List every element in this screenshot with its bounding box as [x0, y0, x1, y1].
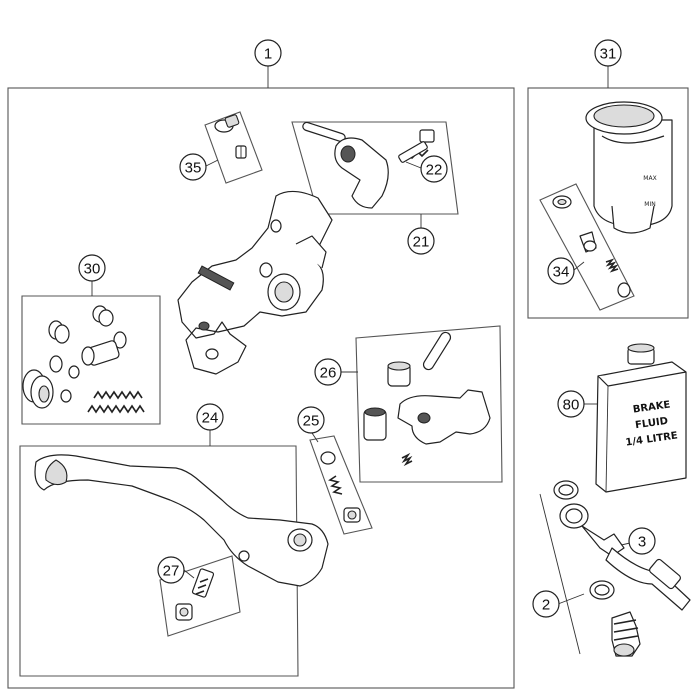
lead-line-35	[205, 159, 219, 167]
callout-22-label: 22	[426, 162, 443, 179]
sub-box-25	[309, 435, 373, 535]
adjuster-part	[363, 331, 491, 467]
callout-34-label: 34	[553, 264, 570, 281]
sub-box-30	[21, 295, 161, 425]
reservoir-part: MAX MIN	[585, 101, 673, 234]
lead-line-2a	[539, 493, 581, 655]
lead-line-34	[573, 261, 585, 271]
lead-line-25	[311, 432, 319, 443]
reservoir-min-mark: MIN	[644, 201, 655, 208]
adjuster-screw-part	[320, 451, 361, 523]
washer-part	[553, 480, 615, 600]
callout-24-label: 24	[202, 410, 219, 427]
pivot-bolt-part	[175, 568, 215, 621]
lead-line-27	[183, 569, 195, 579]
piston-kit-part	[22, 305, 145, 414]
callout-25-label: 25	[303, 413, 320, 430]
can-label-line2: FLUID	[635, 416, 669, 431]
banjo-hose-part	[559, 503, 691, 611]
sub-box-21	[291, 121, 459, 215]
callout-30: 30	[78, 254, 106, 282]
callout-26-label: 26	[320, 365, 337, 382]
bleed-screw-part	[214, 114, 247, 159]
banjo-bolt-part	[611, 611, 641, 657]
sub-box-26	[355, 325, 503, 483]
callout-80: 80	[557, 390, 585, 418]
callout-27-label: 27	[163, 563, 180, 580]
brake-fluid-can: BRAKE FLUID 1/4 LITRE	[595, 343, 687, 493]
lever-pin-part	[302, 121, 435, 209]
lead-line-22	[405, 161, 422, 169]
master-cylinder-body	[177, 190, 333, 375]
brake-lever-part	[34, 454, 329, 587]
callout-1-label: 1	[264, 46, 272, 63]
main-assembly-box	[7, 87, 515, 689]
callout-35-label: 35	[185, 160, 202, 177]
callout-35: 35	[179, 153, 207, 181]
lead-line-2b	[557, 593, 585, 605]
callout-34: 34	[547, 257, 575, 285]
callout-22: 22	[420, 155, 448, 183]
callout-31: 31	[594, 39, 622, 67]
reservoir-max-mark: MAX	[643, 175, 656, 182]
callout-21: 21	[407, 227, 435, 255]
callout-80-label: 80	[563, 397, 580, 414]
callout-3-label: 3	[638, 534, 646, 551]
callout-27: 27	[157, 556, 185, 584]
callout-31-label: 31	[600, 46, 617, 63]
callout-26: 26	[314, 358, 342, 386]
callout-21-label: 21	[413, 234, 430, 251]
reservoir-fitting-part	[552, 195, 631, 298]
callout-24: 24	[196, 403, 224, 431]
callout-2-label: 2	[542, 597, 550, 614]
callout-30-label: 30	[84, 261, 101, 278]
sub-box-34	[539, 183, 635, 311]
sub-box-35	[204, 111, 263, 184]
callout-25: 25	[297, 406, 325, 434]
callout-1: 1	[254, 39, 282, 67]
sub-box-27	[159, 555, 241, 637]
can-label-line1: BRAKE	[632, 399, 671, 415]
sub-box-24	[19, 445, 299, 677]
callout-2: 2	[532, 590, 560, 618]
callout-3: 3	[628, 527, 656, 555]
